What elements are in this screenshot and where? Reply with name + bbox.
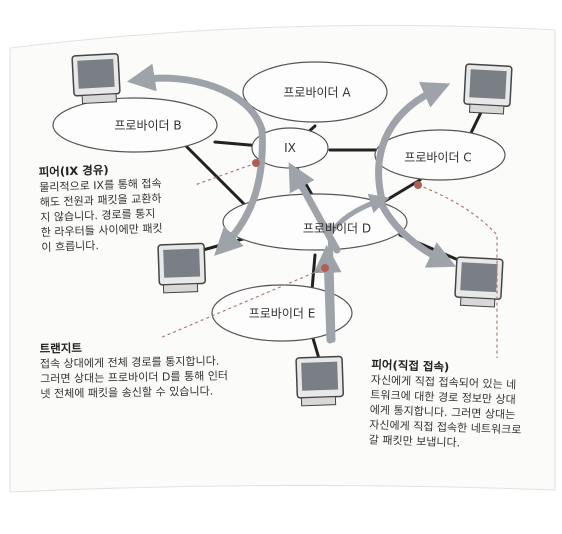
ix-label: IX	[284, 141, 296, 155]
callout-peer-ix	[194, 162, 257, 186]
arrow-to-left	[214, 126, 266, 256]
provider-d-label: 프로바이더 D	[302, 221, 372, 236]
note-peer-direct: 피어(직접 접속) 자신에게 직접 접속되어 있는 네 트워크에 대한 경로 정…	[368, 357, 523, 452]
provider-e-label: 프로바이더 E	[248, 306, 316, 321]
provider-b-cloud	[52, 97, 218, 153]
arrow-d-to-c	[330, 193, 390, 233]
arrow-to-top-right	[375, 81, 451, 204]
callout-dots	[252, 159, 422, 272]
traffic-arrows	[126, 63, 457, 344]
provider-b-label: 프로바이더 B	[114, 118, 182, 133]
monitors	[71, 52, 513, 407]
monitor-top-left-icon	[71, 52, 121, 105]
monitor-left-icon	[157, 242, 207, 294]
monitor-top-right-icon	[463, 63, 513, 115]
note-transit: 트랜지트 접속 상대에게 전체 경로를 통지합니다. 그러면 상대는 프로바이더…	[39, 338, 228, 401]
dot-transit	[321, 264, 329, 272]
note-peer-ix: 피어(IX 경유) 물리적으로 IX를 통해 접속 해도 전원과 패킷을 교환하…	[38, 161, 164, 255]
dot-peer-direct	[414, 181, 422, 189]
provider-c-cloud	[374, 129, 506, 181]
provider-a-label: 프로바이더 A	[283, 85, 351, 100]
arrow-to-top-left	[126, 63, 266, 134]
monitor-bottom-icon	[295, 355, 345, 407]
arrow-to-right	[378, 201, 457, 268]
callout-peer-direct	[417, 184, 498, 358]
dot-peer-ix	[252, 159, 260, 167]
provider-c-label: 프로바이더 C	[404, 150, 472, 165]
provider-a-cloud	[242, 61, 388, 123]
provider-e-cloud	[211, 284, 353, 342]
monitor-right-icon	[454, 256, 504, 308]
callout-lines	[159, 162, 498, 358]
